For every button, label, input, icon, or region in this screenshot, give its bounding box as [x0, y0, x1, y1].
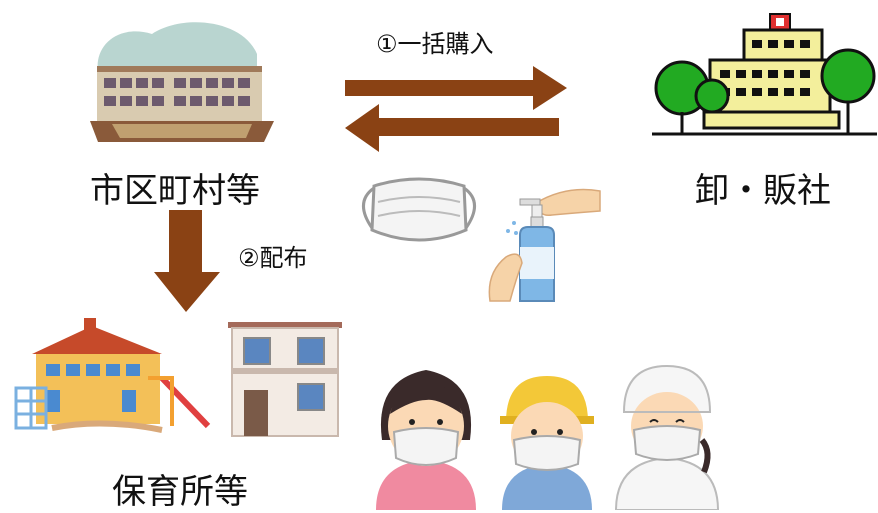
arrow-left-icon	[345, 104, 559, 152]
hand-sanitizer-icon	[488, 188, 601, 302]
mask-icon	[362, 177, 476, 242]
cook-with-mask-icon	[614, 364, 720, 510]
municipal-building-icon	[90, 22, 274, 142]
nursery-school-icon	[14, 318, 211, 433]
municipality-label: 市区町村等	[90, 171, 260, 211]
wholesaler-label: 卸・販社	[695, 171, 831, 211]
boy-with-mask-icon	[500, 376, 594, 510]
house-icon	[228, 322, 342, 437]
step1-label: ①一括購入	[376, 30, 494, 58]
step2-label: ②配布	[238, 244, 308, 272]
wholesaler-building-icon	[652, 13, 877, 136]
purchase-arrows	[345, 66, 567, 152]
girl-with-mask-icon	[376, 370, 476, 510]
arrow-down-icon	[154, 210, 220, 312]
arrow-right-icon	[345, 66, 567, 110]
nursery-label: 保育所等	[112, 472, 248, 512]
